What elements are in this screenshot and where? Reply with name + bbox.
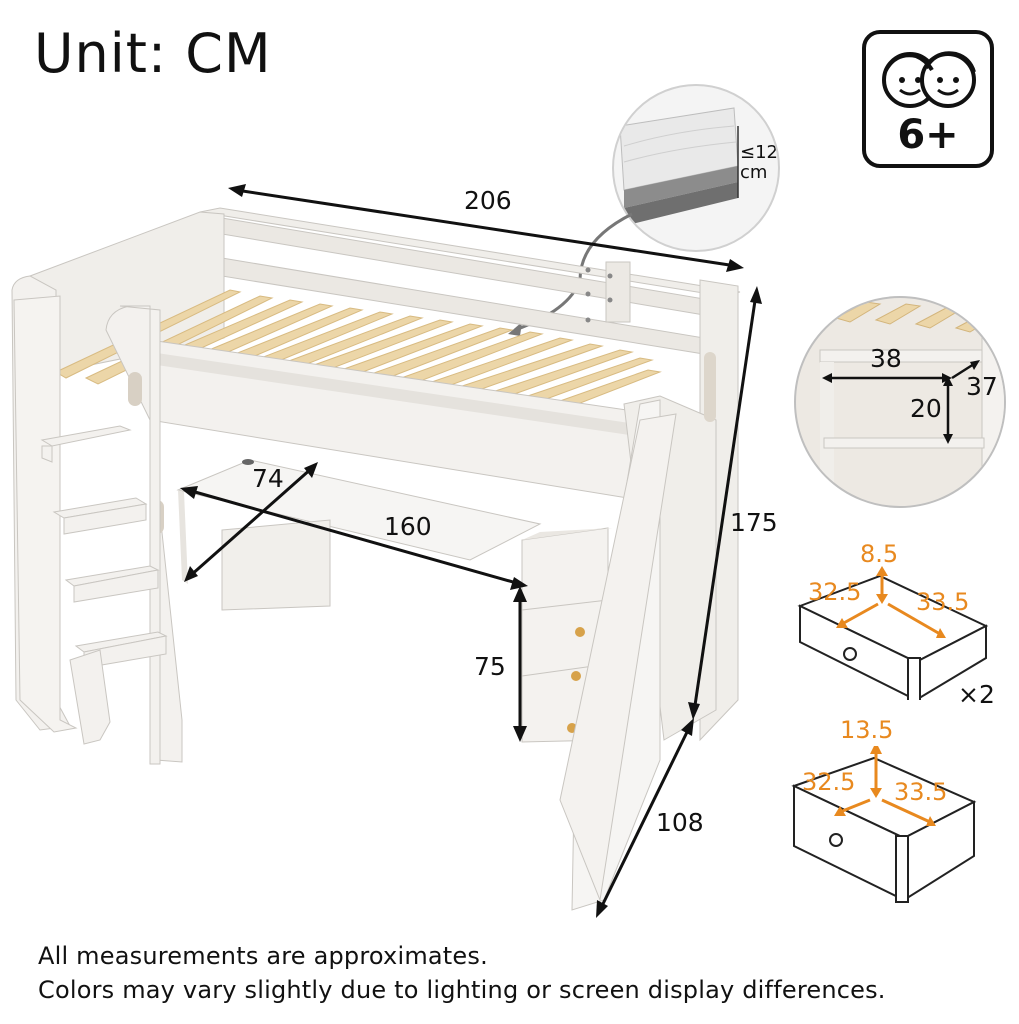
shelf-image xyxy=(819,301,1004,506)
large-drawer-depth: 33.5 xyxy=(894,778,948,806)
large-drawer-diagram xyxy=(791,746,977,903)
dimension-desk-length: 160 xyxy=(384,512,432,541)
shelf-width: 38 xyxy=(870,344,902,373)
dimension-width: 108 xyxy=(656,808,704,837)
dimension-height: 175 xyxy=(730,508,778,537)
dimension-desk-height: 75 xyxy=(474,652,506,681)
age-badge: 6+ xyxy=(862,30,994,168)
mattress-thickness-line2: cm xyxy=(740,162,768,183)
shelf-height: 20 xyxy=(910,394,942,423)
small-drawer-diagram xyxy=(797,566,989,700)
dimension-desk-depth: 74 xyxy=(252,464,284,493)
footer-note-colors: Colors may vary slightly due to lighting… xyxy=(38,976,886,1004)
mattress-image xyxy=(619,107,739,226)
two-kids-faces-icon xyxy=(882,51,976,108)
footer-note-approximate: All measurements are approximates. xyxy=(38,942,488,970)
unit-title: Unit: CM xyxy=(34,22,272,85)
shelf-depth: 37 xyxy=(966,372,998,401)
age-label: 6+ xyxy=(897,112,959,158)
small-drawer-width: 32.5 xyxy=(808,578,862,606)
small-drawer-depth: 33.5 xyxy=(916,588,970,616)
large-drawer-height: 13.5 xyxy=(840,716,894,744)
mattress-thickness-line1: ≤12 xyxy=(740,142,778,163)
small-drawer-height: 8.5 xyxy=(860,540,899,568)
small-drawer-quantity: ×2 xyxy=(958,680,995,709)
shelf-inset: 38 37 20 xyxy=(794,296,1006,508)
dimension-length: 206 xyxy=(464,186,512,215)
large-drawer-width: 32.5 xyxy=(802,768,856,796)
mattress-inset: ≤12 cm xyxy=(612,84,780,252)
